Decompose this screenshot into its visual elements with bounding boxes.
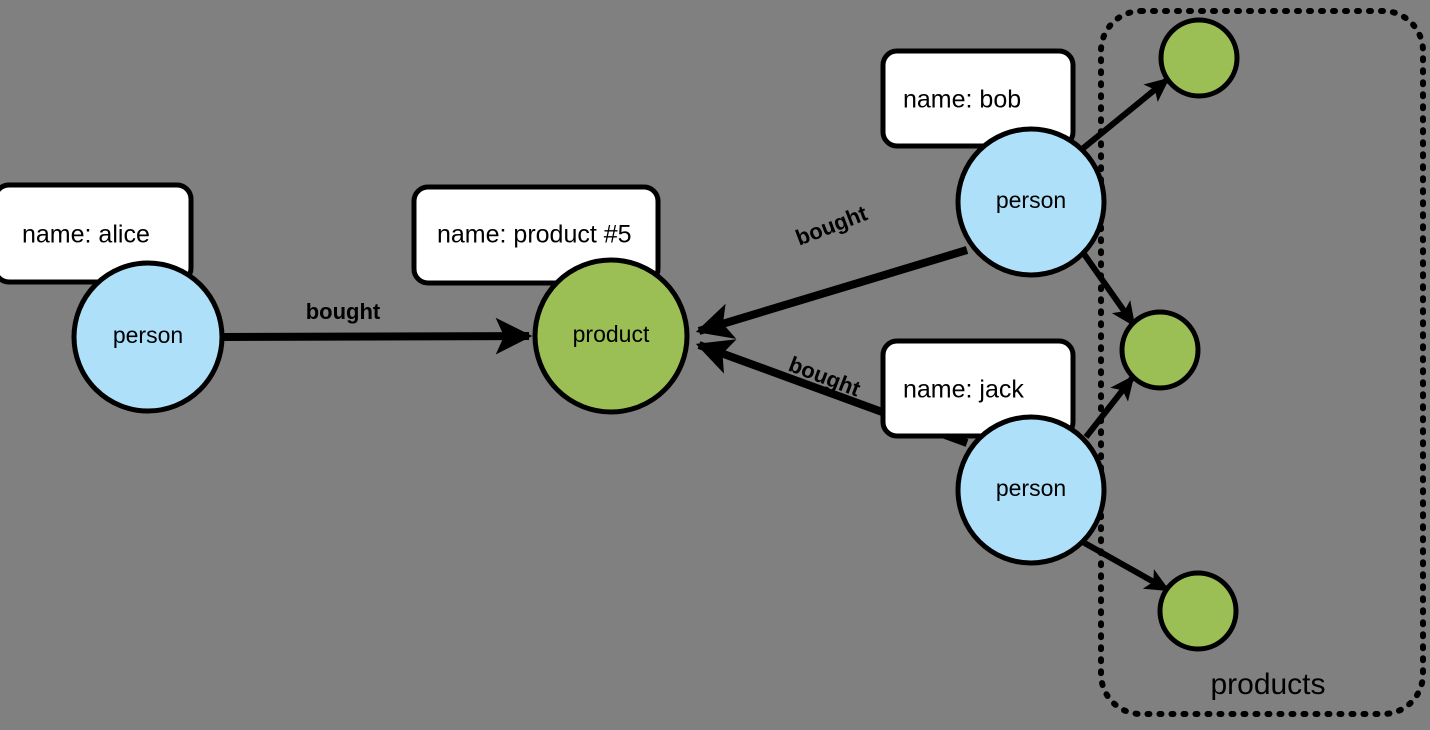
- property-box-jack-rect: [880, 338, 1076, 439]
- edge-bob-to-product-mid[interactable]: [1081, 252, 1137, 327]
- node-bob-label: person: [996, 187, 1066, 213]
- edge-label-alice-bought: bought: [306, 299, 381, 324]
- node-product5[interactable]: product: [532, 257, 690, 415]
- property-box-alice-rect: [0, 182, 194, 285]
- node-jack-label: person: [996, 475, 1066, 501]
- edge-alice-bought-product5[interactable]: [223, 317, 533, 355]
- property-box-jack-text: name: jack: [903, 376, 1024, 404]
- property-box-jack[interactable]: name: jack: [880, 338, 1076, 439]
- edge-jack-to-product-mid[interactable]: [1083, 375, 1136, 439]
- property-box-bob-text: name: bob: [903, 86, 1021, 114]
- node-bob[interactable]: person: [955, 126, 1107, 278]
- property-box-bob[interactable]: name: bob: [880, 48, 1076, 149]
- products-group-label: products: [1210, 668, 1325, 701]
- property-boxes-layer: name: alice name: product #5 name: bob n…: [0, 48, 1076, 439]
- node-product5-circle: [532, 257, 690, 415]
- products-group-box: [1098, 8, 1426, 717]
- property-box-bob-rect: [880, 48, 1076, 149]
- edge-bob-bought-product5[interactable]: [695, 246, 969, 339]
- node-product-bottom[interactable]: [1157, 570, 1239, 652]
- edge-label-bob-bought: bought: [792, 200, 871, 250]
- property-box-alice[interactable]: name: alice: [0, 182, 194, 285]
- edge-jack-to-product-bottom[interactable]: [1079, 538, 1170, 593]
- node-product-mid[interactable]: [1119, 309, 1201, 391]
- nodes-layer: person product person person: [71, 17, 1240, 652]
- property-box-product5-text: name: product #5: [437, 221, 632, 249]
- node-jack[interactable]: person: [955, 414, 1107, 566]
- node-jack-circle: [955, 414, 1107, 566]
- node-alice-circle: [71, 260, 225, 414]
- node-alice-label: person: [113, 322, 183, 348]
- products-group[interactable]: products: [1098, 8, 1426, 717]
- property-box-alice-text: name: alice: [22, 221, 150, 249]
- node-bob-circle: [955, 126, 1107, 278]
- node-alice[interactable]: person: [71, 260, 225, 414]
- edge-bob-to-product-top[interactable]: [1079, 76, 1170, 153]
- node-product5-label: product: [573, 321, 650, 347]
- node-product-top[interactable]: [1158, 17, 1240, 99]
